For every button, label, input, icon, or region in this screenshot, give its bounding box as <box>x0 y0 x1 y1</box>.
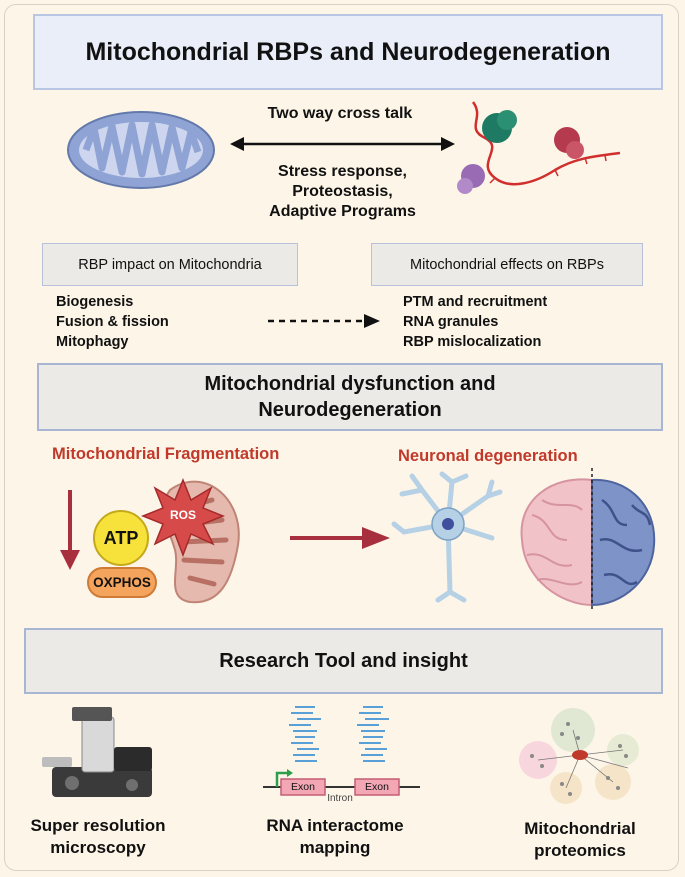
response-item: Adaptive Programs <box>269 203 416 220</box>
proteomics-network-icon <box>519 708 639 804</box>
atp-circle: ATP <box>93 510 149 566</box>
ros-burst-icon <box>140 477 226 558</box>
list-item: Mitophagy <box>56 334 129 350</box>
neuron-icon <box>391 471 503 603</box>
response-item: Proteostasis, <box>292 183 393 200</box>
ros-label: ROS <box>169 508 196 522</box>
crosstalk-label: Two way cross talk <box>267 105 413 122</box>
mito-effects-list: PTM and recruitment RNA granules RBP mis… <box>403 292 547 352</box>
dashed-arrow <box>268 314 380 328</box>
dysfunction-heading-line1: Mitochondrial dysfunction and <box>204 373 496 395</box>
tool-mito-proteomics: Mitochondrial proteomics <box>524 819 636 860</box>
figure-title: Mitochondrial RBPs and Neurodegeneration <box>33 14 663 90</box>
crosstalk-responses: Stress response, Proteostasis, Adaptive … <box>230 162 455 222</box>
tool-rna-interactome: RNA interactome mapping <box>266 816 404 857</box>
response-item: Stress response, <box>278 163 407 180</box>
list-item: RNA granules <box>403 314 499 330</box>
fragmentation-label: Mitochondrial Fragmentation <box>52 445 280 463</box>
list-item: Fusion & fission <box>56 314 169 330</box>
right-arrow <box>290 527 390 549</box>
rna-protein-icon <box>457 101 621 194</box>
research-heading: Research Tool and insight <box>24 628 663 694</box>
list-item: Biogenesis <box>56 294 134 310</box>
intron-label: Intron <box>327 792 353 804</box>
rna-interactome-icon <box>263 706 420 796</box>
dysfunction-heading-line2: Neurodegeneration <box>258 399 442 421</box>
degeneration-label: Neuronal degeneration <box>398 447 578 465</box>
down-arrow <box>60 490 80 570</box>
mito-effects-heading: Mitochondrial effects on RBPs <box>371 243 643 286</box>
tool-super-resolution: Super resolution microscopy <box>30 816 166 857</box>
mitochondrion-icon <box>67 111 215 189</box>
exon-label-2: Exon <box>365 781 389 793</box>
list-item: PTM and recruitment <box>403 294 548 310</box>
list-item: RBP mislocalization <box>403 334 542 350</box>
exon-label-1: Exon <box>291 781 315 793</box>
rbp-impact-list: Biogenesis Fusion & fission Mitophagy <box>56 292 169 352</box>
brain-icon <box>520 468 656 612</box>
microscope-icon <box>42 707 152 797</box>
double-arrow <box>230 137 455 151</box>
rbp-impact-heading: RBP impact on Mitochondria <box>42 243 298 286</box>
dysfunction-heading: Mitochondrial dysfunction and Neurodegen… <box>37 363 663 431</box>
oxphos-pill: OXPHOS <box>87 567 157 598</box>
